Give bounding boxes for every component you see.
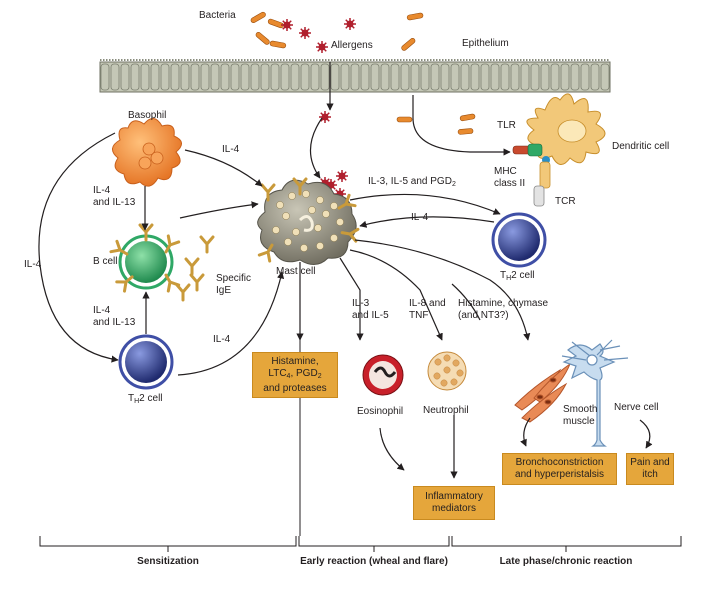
arrow-bcell-mast bbox=[179, 201, 259, 219]
label-il3-and-il5: IL-3 and IL-5 bbox=[352, 298, 389, 321]
label-epithelium: Epithelium bbox=[462, 38, 509, 49]
arrow-mast-neutrophil bbox=[349, 249, 443, 341]
label-b-cell: B cell bbox=[93, 256, 118, 267]
arrow-allergen-mast bbox=[309, 117, 323, 179]
basophil-cell bbox=[112, 118, 182, 187]
arrow-th2-mast bbox=[177, 271, 285, 376]
arrow-basophil-th2 bbox=[38, 132, 119, 363]
phase-early-reaction: Early reaction (wheal and flare) bbox=[300, 556, 448, 567]
label-histamine-chymase: Histamine, chymase (and NT3?) bbox=[458, 298, 549, 321]
arrow-eosinophil-inflammatory bbox=[379, 427, 405, 471]
arrow-muscle-broncho bbox=[520, 417, 531, 447]
box-inflammatory-mediators: Inflammatory mediators bbox=[413, 486, 495, 520]
dendritic-cell bbox=[512, 93, 606, 207]
arrow-th2-mast-il4 bbox=[359, 216, 495, 228]
arrow-nerve-pain bbox=[639, 419, 653, 449]
arrow-mast-smooth-muscle bbox=[354, 239, 531, 341]
box-bronchoconstriction: Bronchoconstriction and hyperperistalsis bbox=[502, 453, 617, 485]
label-neutrophil: Neutrophil bbox=[423, 405, 469, 416]
label-il3-il5-pgd2: IL-3, IL-5 and PGD2 bbox=[368, 176, 456, 188]
label-th2-left: TH2 cell bbox=[128, 393, 163, 405]
epithelium-layer bbox=[99, 59, 611, 93]
label-smooth-muscle: Smooth muscle bbox=[563, 404, 598, 427]
arrows bbox=[38, 62, 653, 479]
label-mast-cell: Mast cell bbox=[276, 266, 316, 277]
phase-sensitization: Sensitization bbox=[137, 556, 199, 567]
arrow-basophil-mast bbox=[184, 149, 263, 187]
label-il4-left: IL-4 bbox=[24, 259, 42, 270]
bacteria-icon bbox=[250, 11, 476, 135]
label-specific-ige: Specific IgE bbox=[216, 273, 252, 296]
label-tlr: TLR bbox=[497, 120, 516, 131]
neutrophil-cell bbox=[427, 351, 467, 391]
label-th2-right: TH2 cell bbox=[500, 270, 535, 282]
th2-cell-left bbox=[118, 334, 174, 390]
label-nerve-cell: Nerve cell bbox=[614, 402, 659, 413]
arrow-mast-th2 bbox=[349, 193, 501, 215]
label-eosinophil: Eosinophil bbox=[357, 406, 404, 417]
eosinophil-cell bbox=[362, 354, 404, 396]
nerve-cell bbox=[561, 339, 629, 447]
allergen-icon bbox=[281, 18, 356, 200]
th2-cell-right bbox=[491, 212, 547, 268]
arrow-bacteria-tlr bbox=[412, 95, 511, 156]
label-dendritic-cell: Dendritic cell bbox=[612, 141, 670, 152]
arrow-mast-eosinophil bbox=[339, 257, 364, 341]
label-il4-bottom: IL-4 bbox=[213, 334, 231, 345]
box-pain-itch: Pain and itch bbox=[626, 453, 674, 485]
label-allergens: Allergens bbox=[331, 40, 373, 51]
phase-late-reaction: Late phase/chronic reaction bbox=[499, 556, 633, 567]
label-il4-mid: IL-4 bbox=[411, 212, 429, 223]
ige-antibody-icon bbox=[109, 177, 360, 302]
label-il4-il13-b: IL-4 and IL-13 bbox=[93, 305, 136, 328]
label-bacteria: Bacteria bbox=[199, 10, 236, 21]
mast-cell bbox=[257, 179, 357, 265]
arrow-mast-nerve-branch bbox=[451, 283, 481, 321]
label-il8-and-tnf: IL-8 and TNF bbox=[409, 298, 446, 321]
label-mhc-class-ii: MHC class II bbox=[494, 166, 526, 189]
label-tcr: TCR bbox=[555, 196, 576, 207]
label-il4-top: IL-4 bbox=[222, 144, 240, 155]
label-il4-il13-a: IL-4 and IL-13 bbox=[93, 185, 136, 208]
label-basophil: Basophil bbox=[128, 110, 167, 121]
smooth-muscle-cells bbox=[514, 362, 572, 423]
